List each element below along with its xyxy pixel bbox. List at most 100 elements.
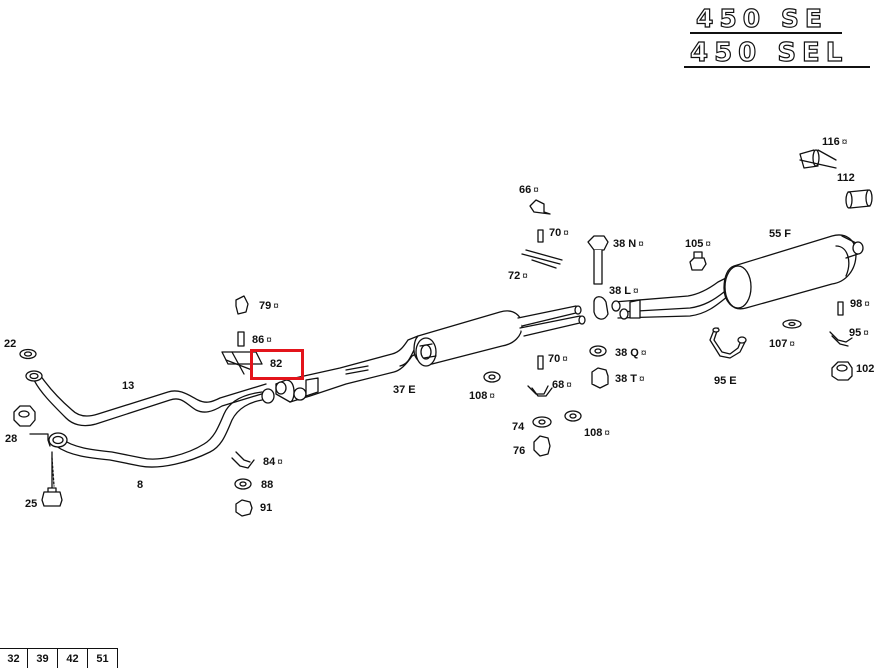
part-number: 13 bbox=[122, 380, 135, 392]
part-number: 76 bbox=[513, 445, 526, 457]
part-label-p82[interactable]: 82 bbox=[270, 358, 282, 370]
part-number: 8 bbox=[137, 479, 144, 491]
part-number: 38 L bbox=[609, 285, 632, 297]
page-tab-32[interactable]: 32 bbox=[0, 649, 28, 668]
part-number: 105 bbox=[685, 238, 704, 250]
part-number: 66 bbox=[519, 184, 532, 196]
part-number: 28 bbox=[5, 433, 18, 445]
center-pipe-37E bbox=[275, 335, 425, 403]
part-number: 88 bbox=[261, 479, 274, 491]
availability-mark-icon: ¤ bbox=[789, 339, 795, 350]
part-label-p74[interactable]: 74 bbox=[512, 421, 524, 433]
part-label-p38n[interactable]: 38 N¤ bbox=[613, 238, 644, 251]
part-number: 38 T bbox=[615, 373, 638, 385]
part-label-p22[interactable]: 22 bbox=[4, 338, 16, 350]
part-label-p68[interactable]: 68¤ bbox=[552, 379, 572, 392]
part-number: 55 F bbox=[769, 228, 792, 240]
part-label-p102[interactable]: 102 bbox=[856, 363, 874, 375]
availability-mark-icon: ¤ bbox=[533, 185, 539, 196]
part-number: 38 N bbox=[613, 238, 637, 250]
part-number: 70 bbox=[549, 227, 562, 239]
availability-mark-icon: ¤ bbox=[638, 239, 644, 250]
part-label-p86[interactable]: 86¤ bbox=[252, 334, 272, 347]
part-number: 95 E bbox=[714, 375, 737, 387]
part-number: 112 bbox=[837, 172, 855, 184]
availability-mark-icon: ¤ bbox=[522, 271, 528, 282]
part-number: 116 bbox=[822, 136, 840, 148]
part-label-p112[interactable]: 112 bbox=[837, 172, 855, 184]
part-label-p79[interactable]: 79¤ bbox=[259, 300, 279, 313]
page-tab-51[interactable]: 51 bbox=[88, 649, 118, 668]
part-number: 74 bbox=[512, 421, 525, 433]
part-label-p38t[interactable]: 38 T¤ bbox=[615, 373, 645, 386]
part-label-p8[interactable]: 8 bbox=[137, 479, 143, 491]
rear-muffler-55F bbox=[723, 234, 864, 310]
hanger-95E bbox=[709, 327, 747, 359]
part-number: 95 bbox=[849, 327, 862, 339]
part-number: 22 bbox=[4, 338, 17, 350]
part-label-p70a[interactable]: 70¤ bbox=[549, 227, 569, 240]
availability-mark-icon: ¤ bbox=[863, 328, 869, 339]
tail-pipes bbox=[799, 149, 873, 209]
part-number: 37 E bbox=[393, 384, 416, 396]
part-label-p37e[interactable]: 37 E bbox=[393, 384, 416, 396]
part-number: 98 bbox=[850, 298, 863, 310]
part-number: 84 bbox=[263, 456, 276, 468]
center-muffler bbox=[413, 305, 586, 367]
rear-hardware bbox=[689, 251, 853, 381]
part-label-p13[interactable]: 13 bbox=[122, 380, 134, 392]
part-label-p76[interactable]: 76 bbox=[513, 445, 525, 457]
part-number: 38 Q bbox=[615, 347, 639, 359]
part-label-p107[interactable]: 107¤ bbox=[769, 338, 795, 351]
part-label-p70b[interactable]: 70¤ bbox=[548, 353, 568, 366]
availability-mark-icon: ¤ bbox=[639, 374, 645, 385]
part-number: 108 bbox=[584, 427, 603, 439]
part-label-p72[interactable]: 72¤ bbox=[508, 270, 528, 283]
availability-mark-icon: ¤ bbox=[273, 301, 279, 312]
part-label-p84[interactable]: 84¤ bbox=[263, 456, 283, 469]
part-number: 86 bbox=[252, 334, 265, 346]
availability-mark-icon: ¤ bbox=[563, 228, 569, 239]
part-number: 108 bbox=[469, 390, 488, 402]
left-hardware bbox=[221, 295, 263, 517]
part-label-p88[interactable]: 88 bbox=[261, 479, 273, 491]
part-number: 70 bbox=[548, 353, 561, 365]
part-label-p108b[interactable]: 108¤ bbox=[584, 427, 610, 440]
part-number: 79 bbox=[259, 300, 272, 312]
availability-mark-icon: ¤ bbox=[705, 239, 711, 250]
part-label-p95[interactable]: 95¤ bbox=[849, 327, 869, 340]
part-label-p98[interactable]: 98¤ bbox=[850, 298, 870, 311]
availability-mark-icon: ¤ bbox=[566, 380, 572, 391]
part-number: 72 bbox=[508, 270, 521, 282]
part-label-p108a[interactable]: 108¤ bbox=[469, 390, 495, 403]
part-number: 82 bbox=[270, 358, 283, 370]
part-label-p95e[interactable]: 95 E bbox=[714, 375, 737, 387]
part-label-p25[interactable]: 25 bbox=[25, 498, 37, 510]
center-hardware bbox=[483, 199, 609, 457]
part-label-p116[interactable]: 116¤ bbox=[822, 136, 847, 149]
part-label-p28[interactable]: 28 bbox=[5, 433, 17, 445]
title-rule-top bbox=[690, 32, 842, 34]
page-tab-42[interactable]: 42 bbox=[58, 649, 88, 668]
part-label-p91[interactable]: 91 bbox=[260, 502, 272, 514]
part-number: 102 bbox=[856, 363, 875, 375]
page-tabs: 32 39 42 51 bbox=[0, 648, 118, 668]
availability-mark-icon: ¤ bbox=[841, 137, 848, 148]
availability-mark-icon: ¤ bbox=[640, 348, 647, 359]
model-title-450sel: 450 SEL bbox=[689, 38, 849, 68]
page-tab-39[interactable]: 39 bbox=[28, 649, 58, 668]
availability-mark-icon: ¤ bbox=[633, 286, 639, 297]
part-label-p55f[interactable]: 55 F bbox=[769, 228, 791, 240]
part-number: 107 bbox=[769, 338, 788, 350]
availability-mark-icon: ¤ bbox=[277, 457, 283, 468]
front-pipe-13 bbox=[25, 370, 269, 427]
part-label-p38l[interactable]: 38 L¤ bbox=[609, 285, 639, 298]
flange-hardware bbox=[13, 348, 63, 507]
part-label-p105[interactable]: 105¤ bbox=[685, 238, 711, 251]
part-label-p66[interactable]: 66¤ bbox=[519, 184, 539, 197]
availability-mark-icon: ¤ bbox=[489, 391, 495, 402]
availability-mark-icon: ¤ bbox=[562, 354, 568, 365]
availability-mark-icon: ¤ bbox=[266, 335, 272, 346]
part-label-p38q[interactable]: 38 Q¤ bbox=[615, 347, 646, 360]
